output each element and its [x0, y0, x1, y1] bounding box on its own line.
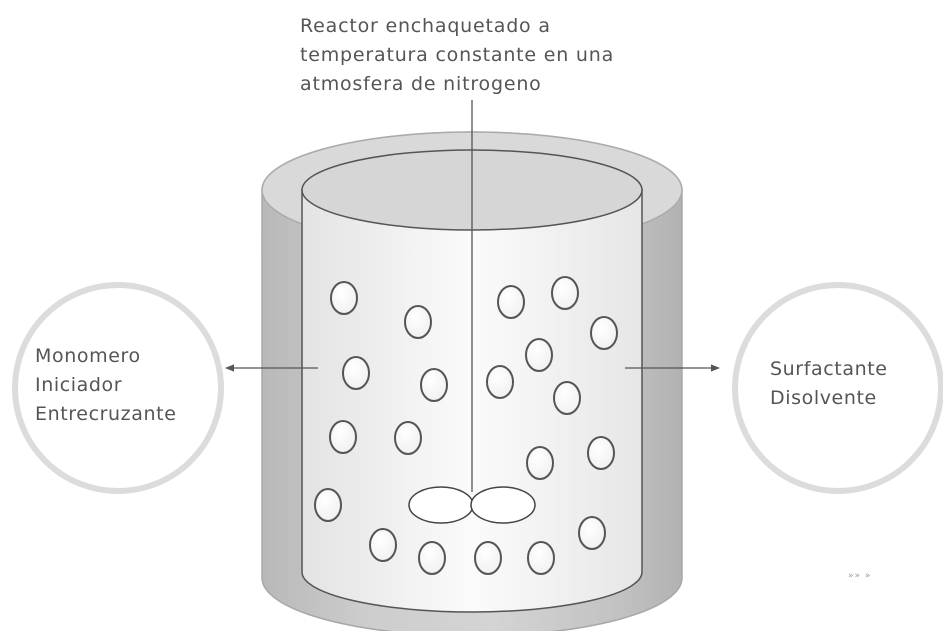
- particle-icon: [486, 365, 514, 399]
- left-label-monomero: Monomero: [35, 345, 141, 367]
- right-label-disolvente: Disolvente: [770, 387, 877, 409]
- particle-icon: [551, 276, 579, 310]
- right-circle: [732, 282, 943, 494]
- particle-icon: [394, 421, 422, 455]
- particle-icon: [525, 338, 553, 372]
- particle-icon: [587, 436, 615, 470]
- title-line-2: temperatura constante en una: [300, 44, 615, 66]
- left-label-iniciador: Iniciador: [35, 374, 123, 396]
- particle-icon: [314, 488, 342, 522]
- particle-icon: [420, 368, 448, 402]
- title-line-3: atmosfera de nitrogeno: [300, 73, 542, 95]
- right-circle-label: Surfactante Disolvente: [770, 355, 888, 413]
- stirrer-icon: [408, 100, 536, 524]
- particle-icon: [369, 528, 397, 562]
- corner-mark: »» »: [848, 571, 872, 581]
- particle-icon: [578, 516, 606, 550]
- particle-icon: [329, 420, 357, 454]
- particle-icon: [526, 446, 554, 480]
- particle-icon: [342, 356, 370, 390]
- particle-icon: [590, 316, 618, 350]
- particle-icon: [330, 281, 358, 315]
- left-label-entrecruzante: Entrecruzante: [35, 403, 177, 425]
- particles-group: [314, 276, 618, 575]
- left-circle: [12, 282, 224, 494]
- particle-icon: [497, 285, 525, 319]
- particle-icon: [418, 541, 446, 575]
- particle-icon: [527, 541, 555, 575]
- particle-icon: [474, 541, 502, 575]
- title-line-1: Reactor enchaquetado a: [300, 15, 551, 37]
- left-circle-label: Monomero Iniciador Entrecruzante: [35, 342, 176, 429]
- particle-icon: [553, 381, 581, 415]
- particle-icon: [404, 305, 432, 339]
- reactor-title: Reactor enchaquetado a temperatura const…: [300, 12, 680, 99]
- right-label-surfactante: Surfactante: [770, 358, 888, 380]
